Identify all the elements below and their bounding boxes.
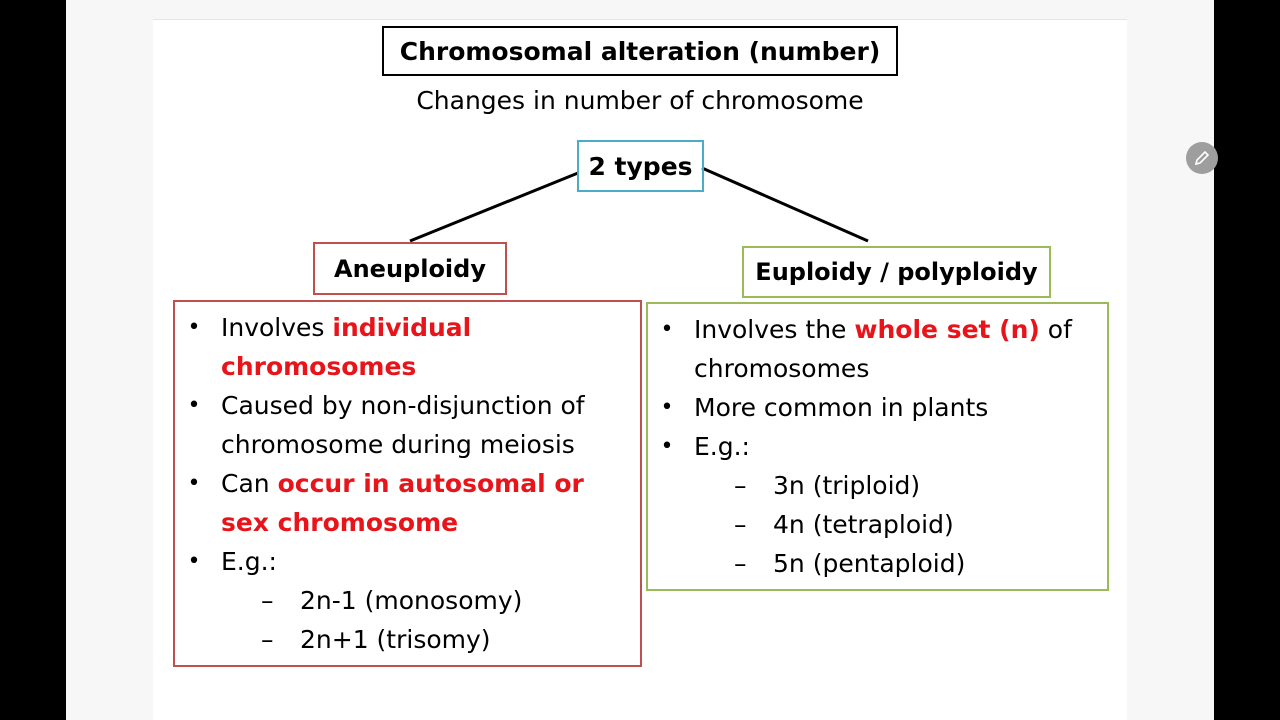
item-text: of chromosomes	[694, 315, 1072, 383]
example-text: 3n (triploid)	[773, 471, 921, 500]
sub-list-item: –4n (tetraploid)	[648, 505, 1107, 544]
diagram-subtitle: Changes in number of chromosome	[416, 86, 864, 115]
list-item: • Caused by non-disjunction of chromosome…	[175, 386, 640, 464]
pencil-icon	[1194, 150, 1210, 166]
list-item: • E.g.:	[175, 542, 640, 581]
list-item: • Involves the whole set (n) of chromosom…	[648, 310, 1107, 388]
aneuploidy-panel: • Involves individual chromosomes • Caused…	[173, 300, 642, 667]
item-text: Can	[221, 469, 278, 498]
bullet-icon: •	[187, 315, 201, 340]
item-emphasis: occur in autosomal or sex chromosome	[221, 469, 584, 537]
item-text: Involves the	[694, 315, 855, 344]
bullet-icon: •	[660, 317, 674, 342]
slide-top-divider	[153, 19, 1127, 20]
edit-button[interactable]	[1186, 142, 1218, 174]
list-item: • Can occur in autosomal or sex chromosom…	[175, 464, 640, 542]
root-node: 2 types	[577, 140, 704, 192]
sub-list-item: –2n-1 (monosomy)	[175, 581, 640, 620]
sub-list-item: –3n (triploid)	[648, 466, 1107, 505]
connector-right	[701, 166, 869, 243]
aneuploidy-heading: Aneuploidy	[313, 242, 507, 295]
dash-icon: –	[261, 586, 274, 615]
item-emphasis: whole set (n)	[854, 315, 1040, 344]
list-item: • More common in plants	[648, 388, 1107, 427]
example-text: 2n+1 (trisomy)	[300, 625, 491, 654]
dash-icon: –	[734, 549, 747, 578]
example-text: 5n (pentaploid)	[773, 549, 966, 578]
item-emphasis: individual chromosomes	[221, 313, 472, 381]
bullet-icon: •	[660, 434, 674, 459]
bullet-icon: •	[187, 549, 201, 574]
dash-icon: –	[734, 510, 747, 539]
item-text: Involves	[221, 313, 333, 342]
dash-icon: –	[734, 471, 747, 500]
item-text: More common in plants	[694, 393, 989, 422]
list-item: • E.g.:	[648, 427, 1107, 466]
bullet-icon: •	[187, 471, 201, 496]
aneuploidy-list: • Involves individual chromosomes • Caused…	[175, 308, 640, 659]
euploidy-panel: • Involves the whole set (n) of chromosom…	[646, 302, 1109, 591]
example-text: 4n (tetraploid)	[773, 510, 954, 539]
item-text: E.g.:	[221, 547, 277, 576]
dash-icon: –	[261, 625, 274, 654]
item-text: E.g.:	[694, 432, 750, 461]
bullet-icon: •	[660, 395, 674, 420]
item-text: Caused by non-disjunction of chromosome …	[221, 391, 585, 459]
example-text: 2n-1 (monosomy)	[300, 586, 523, 615]
diagram-title: Chromosomal alteration (number)	[382, 26, 898, 76]
sub-list-item: –5n (pentaploid)	[648, 544, 1107, 583]
euploidy-list: • Involves the whole set (n) of chromosom…	[648, 310, 1107, 583]
euploidy-heading: Euploidy / polyploidy	[742, 246, 1051, 298]
connector-left	[409, 171, 579, 243]
sub-list-item: –2n+1 (trisomy)	[175, 620, 640, 659]
bullet-icon: •	[187, 393, 201, 418]
list-item: • Involves individual chromosomes	[175, 308, 640, 386]
